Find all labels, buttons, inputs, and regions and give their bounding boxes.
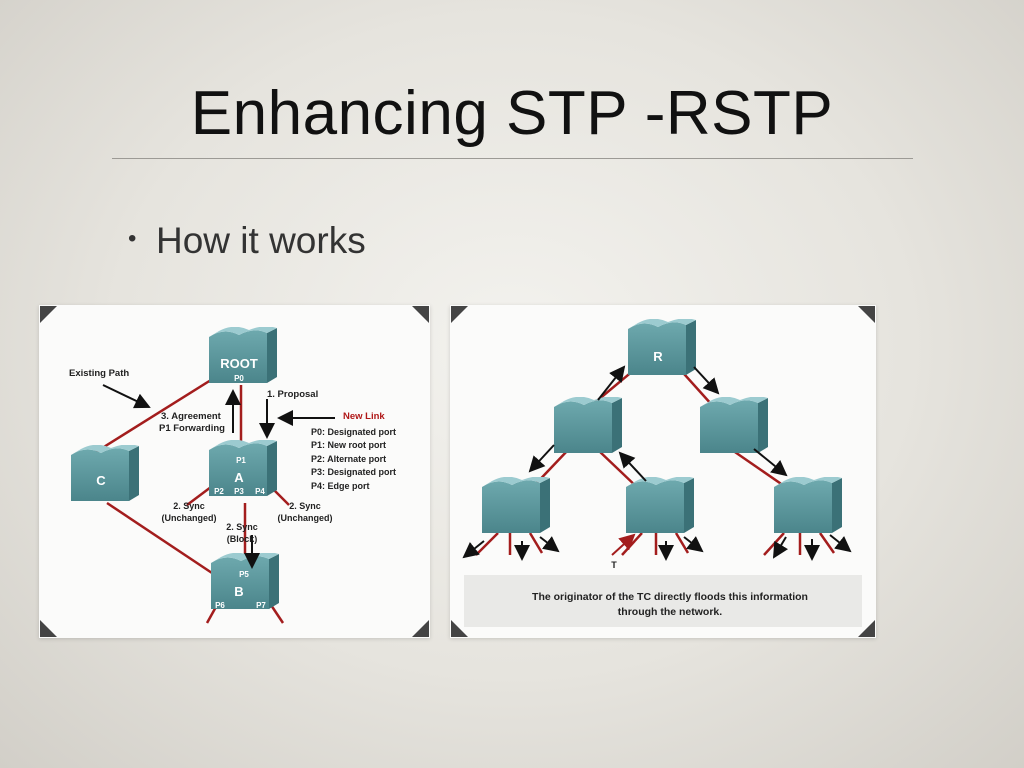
switch-bottom-left	[482, 477, 550, 533]
switch-b: P5 B P6 P7	[211, 553, 279, 610]
existing-path-label: Existing Path	[69, 368, 129, 379]
rstp-proposal-agreement-diagram: ROOT P0 C P1 A P2 P3 P4 P5 B P6 P7 Ex	[39, 305, 430, 638]
legend-p2: P2: Alternate port	[311, 454, 386, 464]
sync-block-label-1: 2. Sync	[226, 522, 258, 532]
corner-top-left	[451, 306, 468, 323]
corner-top-right	[858, 306, 875, 323]
switch-root: ROOT P0	[209, 327, 277, 383]
topology-change-svg: R T The ori	[451, 306, 875, 637]
tc-arrow-to-bottom-right	[753, 448, 788, 477]
link-a-p2	[186, 486, 212, 506]
tc-arrow-br-3	[829, 534, 852, 553]
proposal-agreement-svg: ROOT P0 C P1 A P2 P3 P4 P5 B P6 P7 Ex	[40, 306, 429, 637]
tc-arrow-to-r	[597, 365, 626, 401]
port-p0-label: P0	[234, 374, 244, 383]
bullet-item: • How it works	[128, 220, 366, 262]
proposal-label: 1. Proposal	[267, 389, 318, 400]
bullet-dot-icon: •	[128, 225, 137, 253]
tc-arrow-bm-3	[683, 536, 704, 553]
legend-p1: P1: New root port	[311, 440, 386, 450]
link-b-p7	[269, 604, 285, 624]
switch-a: P1 A P2 P3 P4	[209, 440, 277, 496]
switch-bottom-mid	[626, 477, 694, 533]
corner-bottom-left	[40, 620, 57, 637]
tc-arrow-bl-1	[462, 540, 485, 559]
sync-left-label-2: (Unchanged)	[162, 513, 217, 523]
port-p5-label: P5	[239, 570, 249, 579]
bullet-text: How it works	[156, 220, 366, 261]
switch-c: C	[71, 445, 139, 501]
tc-origin-arrow	[611, 533, 636, 556]
switch-r: R	[628, 319, 696, 375]
stub-br-3	[818, 532, 836, 554]
stub-bl-3	[528, 532, 544, 554]
tc-arrow-bl-3	[539, 536, 560, 553]
new-link-label: New Link	[343, 411, 385, 422]
port-p2-label: P2	[214, 487, 224, 496]
sync-block-label-2: (Block)	[227, 534, 258, 544]
existing-path-arrow	[102, 384, 151, 409]
corner-bottom-right	[858, 620, 875, 637]
switch-c-label: C	[96, 473, 106, 488]
agreement-label-2: P1 Forwarding	[159, 423, 225, 434]
switch-b-label: B	[234, 584, 243, 599]
link-root-c	[90, 378, 212, 457]
sync-right-label-1: 2. Sync	[289, 501, 321, 511]
tc-arrow-br-1	[772, 536, 789, 559]
switch-bottom-right	[774, 477, 842, 533]
caption-box	[464, 575, 862, 627]
corner-top-right	[412, 306, 429, 323]
switch-root-label: ROOT	[220, 356, 258, 371]
corner-top-left	[40, 306, 57, 323]
switch-mid-right	[700, 397, 768, 453]
tc-arrow-to-bottom-left	[528, 444, 555, 473]
sync-left-label-1: 2. Sync	[173, 501, 205, 511]
legend-p3: P3: Designated port	[311, 467, 396, 477]
caption-line-2: through the network.	[618, 606, 722, 618]
port-p3-label: P3	[234, 487, 244, 496]
rstp-topology-change-diagram: R T The ori	[450, 305, 876, 638]
tc-arrow-r-to-right	[693, 366, 720, 395]
legend-p0: P0: Designated port	[311, 427, 396, 437]
corner-bottom-left	[451, 620, 468, 637]
stub-bm-3	[674, 532, 690, 554]
switch-r-label: R	[653, 349, 663, 364]
slide-title: Enhancing STP -RSTP	[190, 79, 834, 148]
caption-line-1: The originator of the TC directly floods…	[532, 591, 808, 603]
agreement-label-1: 3. Agreement	[161, 411, 222, 422]
corner-bottom-right	[412, 620, 429, 637]
link-c-b	[106, 501, 216, 577]
tc-arrow-from-bottom-mid	[618, 451, 647, 482]
port-p1-label: P1	[236, 456, 246, 465]
legend-p4: P4: Edge port	[311, 481, 370, 491]
port-p7-label: P7	[256, 601, 266, 610]
switch-mid-left	[554, 397, 622, 453]
port-t-label: T	[611, 560, 617, 570]
switch-a-label: A	[234, 470, 244, 485]
port-p4-label: P4	[255, 487, 265, 496]
port-p6-label: P6	[215, 601, 225, 610]
sync-right-label-2: (Unchanged)	[278, 513, 333, 523]
title-divider	[112, 158, 913, 159]
